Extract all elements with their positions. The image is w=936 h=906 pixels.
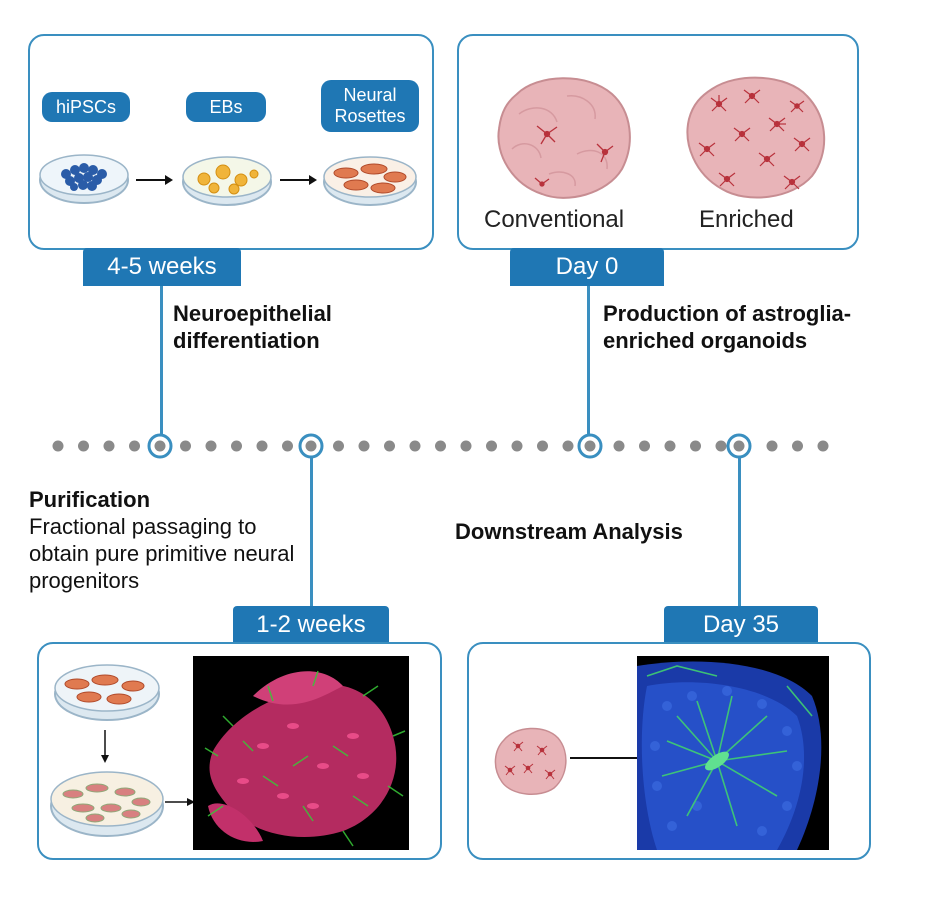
timeline-dot (639, 441, 650, 452)
enriched-organoid-icon (687, 78, 824, 198)
timeline (0, 425, 936, 471)
timeline-dot (435, 441, 446, 452)
timeline-dot (129, 441, 140, 452)
heading-downstream-analysis: Downstream Analysis (455, 518, 683, 545)
duration-tag-1-2-weeks: 1-2 weeks (233, 606, 389, 644)
timeline-milestone-dot (734, 441, 745, 452)
timeline-dot (257, 441, 268, 452)
timeline-dot (359, 441, 370, 452)
connector-line (160, 286, 163, 434)
timeline-dot (792, 441, 803, 452)
timeline-dot (384, 441, 395, 452)
timeline-dot (563, 441, 574, 452)
duration-tag-day-0: Day 0 (510, 248, 664, 286)
timeline-dot (78, 441, 89, 452)
timeline-dot (614, 441, 625, 452)
timeline-dot (818, 441, 829, 452)
timeline-dot (716, 441, 727, 452)
petri-dish-icon (40, 155, 128, 203)
purification-description: Fractional passaging to obtain pure prim… (29, 513, 319, 594)
conventional-organoid-icon (498, 78, 629, 198)
timeline-dot (333, 441, 344, 452)
timeline-dot (512, 441, 523, 452)
timeline-dot (690, 441, 701, 452)
timeline-dot (231, 441, 242, 452)
arrow-icon (165, 798, 195, 806)
connector-line (587, 286, 590, 434)
petri-dish-icon (324, 157, 416, 205)
heading-purification: Purification (29, 486, 150, 513)
timeline-milestone-dot (585, 441, 596, 452)
heading-neuroepithelial: Neuroepithelial differentiation (173, 300, 393, 354)
connector-line (738, 458, 741, 614)
petri-dish-icon (183, 157, 271, 205)
timeline-dot (486, 441, 497, 452)
petri-dish-icon (51, 772, 163, 836)
petri-dish-icon (55, 665, 159, 720)
duration-tag-4-5-weeks: 4-5 weeks (83, 248, 241, 286)
organoid-section-micrograph (637, 656, 829, 850)
purification-dishes-illustration (37, 642, 197, 860)
heading-production-astroglia: Production of astroglia-enriched organoi… (603, 300, 923, 354)
label-enriched: Enriched (699, 206, 794, 234)
analysis-organoid-illustration (490, 718, 640, 798)
timeline-dot (282, 441, 293, 452)
label-conventional: Conventional (484, 206, 624, 234)
timeline-dot (206, 441, 217, 452)
timeline-milestone-dot (155, 441, 166, 452)
timeline-dot (104, 441, 115, 452)
connector-line (310, 458, 313, 614)
top-left-dishes-illustration (28, 34, 434, 250)
timeline-dot (767, 441, 778, 452)
arrow-down-icon (101, 730, 109, 763)
arrow-icon (280, 175, 317, 185)
organoid-icon (495, 728, 565, 794)
arrow-icon (136, 175, 173, 185)
neural-progenitors-micrograph (193, 656, 409, 850)
timeline-dot (461, 441, 472, 452)
timeline-milestone-dot (306, 441, 317, 452)
timeline-dot (410, 441, 421, 452)
timeline-dot (180, 441, 191, 452)
timeline-dot (53, 441, 64, 452)
timeline-dot (537, 441, 548, 452)
timeline-dot (665, 441, 676, 452)
duration-tag-day-35: Day 35 (664, 606, 818, 644)
